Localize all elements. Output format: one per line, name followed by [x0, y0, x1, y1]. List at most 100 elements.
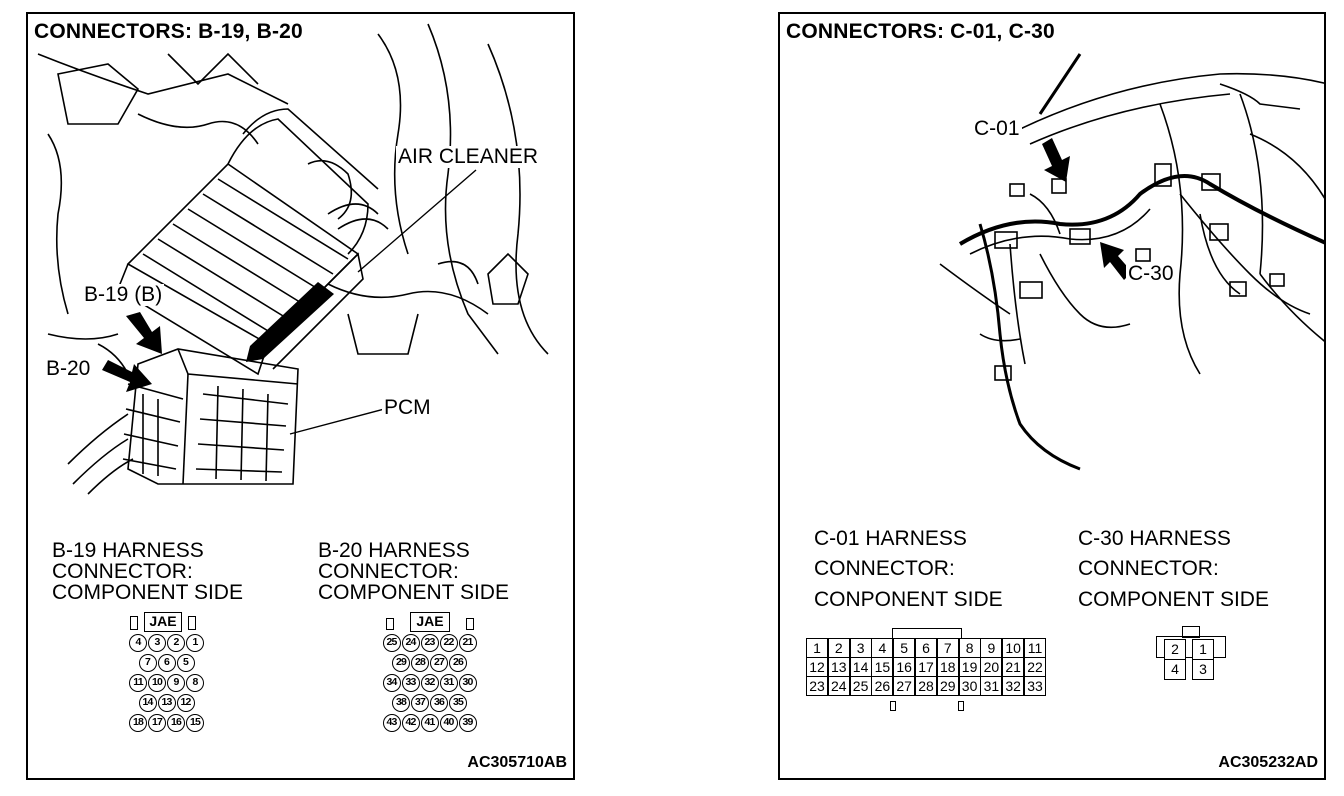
- connector-latch: [386, 618, 394, 630]
- connector-terminal: 19: [958, 657, 981, 677]
- connector-pin: 13: [157, 694, 176, 712]
- connector-terminal: 12: [806, 657, 828, 677]
- connector-terminal: 20: [980, 657, 1003, 677]
- connector-pin: 12: [176, 694, 195, 712]
- connector-pin: 15: [186, 714, 204, 732]
- connector-latch: [958, 701, 964, 711]
- connector-latch: [188, 616, 196, 630]
- b19-caption: B-19 HARNESS CONNECTOR: COMPONENT SIDE: [52, 540, 243, 603]
- connector-pin: 22: [439, 634, 458, 652]
- connector-pin: 33: [401, 674, 420, 692]
- connector-latch: [130, 616, 138, 630]
- c01-caption-line-3: CONPONENT SIDE: [814, 587, 1003, 611]
- connector-terminal: 32: [1002, 676, 1025, 696]
- connector-pin: 11: [129, 674, 147, 692]
- connector-pin: 32: [420, 674, 439, 692]
- b20-caption-line-2: CONNECTOR:: [318, 560, 459, 583]
- connector-terminal: 26: [871, 676, 894, 696]
- connector-terminal: 2: [827, 638, 850, 658]
- connector-terminal: 17: [915, 657, 937, 677]
- b19-caption-line-1: B-19 HARNESS: [52, 539, 204, 562]
- connector-terminal: 11: [1024, 638, 1046, 658]
- connector-terminal: 3: [849, 638, 872, 658]
- connector-pin: 8: [186, 674, 204, 692]
- c01-caption: C-01 HARNESS CONNECTOR: CONPONENT SIDE: [814, 524, 1003, 615]
- connector-pin: 5: [176, 654, 195, 672]
- connector-terminal: 28: [915, 676, 937, 696]
- connector-terminal: 4: [871, 638, 894, 658]
- connector-terminal: 27: [893, 676, 916, 696]
- connector-terminal: 18: [936, 657, 959, 677]
- connector-upper-housing: [1156, 636, 1226, 658]
- b19-caption-line-2: CONNECTOR:: [52, 560, 193, 583]
- pcm-label: PCM: [382, 396, 433, 420]
- connector-key-tab: [410, 612, 450, 632]
- connector-key-tab: [144, 612, 182, 632]
- connector-pin: 24: [401, 634, 420, 652]
- connector-pin: 7: [138, 654, 157, 672]
- panel-connectors-b19-b20: CONNECTORS: B-19, B-20 AIR CLEANER B-19 …: [26, 12, 575, 780]
- connector-pin: 38: [392, 694, 410, 712]
- connector-pin: 34: [382, 674, 401, 692]
- c01-label: C-01: [972, 117, 1022, 141]
- connector-pin: 23: [420, 634, 439, 652]
- connector-pin: 21: [458, 634, 477, 652]
- c01-caption-line-1: C-01 HARNESS: [814, 527, 967, 550]
- b20-caption: B-20 HARNESS CONNECTOR: COMPONENT SIDE: [318, 540, 509, 603]
- figure-code: AC305710AB: [467, 754, 567, 771]
- connector-terminal: 25: [849, 676, 872, 696]
- connector-terminal: 21: [1002, 657, 1025, 677]
- connector-terminal: 30: [958, 676, 981, 696]
- connector-terminal: 29: [936, 676, 959, 696]
- connector-terminal: 8: [958, 638, 981, 658]
- c30-caption-line-2: CONNECTOR:: [1078, 557, 1219, 581]
- connector-pin: 36: [430, 694, 448, 712]
- dashboard-harness-illustration: [939, 53, 1324, 471]
- connector-terminal: 16: [893, 657, 916, 677]
- connector-pin: 9: [167, 674, 185, 692]
- connector-terminal: 5: [893, 638, 916, 658]
- connector-pin: 41: [420, 714, 439, 732]
- connector-pin: 1: [186, 634, 204, 652]
- c30-caption: C-30 HARNESS CONNECTOR: COMPONENT SIDE: [1078, 524, 1269, 615]
- connector-maker-label: JAE: [149, 613, 177, 629]
- connector-terminal: 33: [1024, 676, 1046, 696]
- panel-title: CONNECTORS: C-01, C-30: [786, 20, 1055, 43]
- connector-pin: 39: [458, 714, 477, 732]
- connector-terminal: 1: [1192, 639, 1214, 660]
- connector-maker-label: JAE: [416, 613, 444, 629]
- connector-pin: 2: [167, 634, 185, 652]
- connector-terminal: 31: [980, 676, 1003, 696]
- connector-pin: 35: [449, 694, 467, 712]
- b20-caption-line-3: COMPONENT SIDE: [318, 581, 509, 604]
- b20-label: B-20: [44, 357, 93, 381]
- connector-pin: 26: [449, 654, 467, 672]
- connector-pin: 29: [392, 654, 410, 672]
- c30-caption-line-3: COMPONENT SIDE: [1078, 587, 1269, 611]
- connector-terminal: 24: [827, 676, 850, 696]
- connector-terminal: 10: [1002, 638, 1025, 658]
- connector-terminal: 13: [827, 657, 850, 677]
- connector-pin: 27: [430, 654, 448, 672]
- connector-terminal: 4: [1164, 659, 1186, 680]
- connector-pin: 28: [411, 654, 429, 672]
- connector-pin: 3: [148, 634, 166, 652]
- connector-latch: [466, 618, 474, 630]
- connector-latch: [890, 701, 896, 711]
- connector-terminal: 22: [1024, 657, 1046, 677]
- connector-pin: 30: [458, 674, 477, 692]
- connector-pin: 10: [148, 674, 166, 692]
- connector-pin: 17: [148, 714, 166, 732]
- c01-caption-line-2: CONNECTOR:: [814, 557, 955, 581]
- b19-caption-line-3: COMPONENT SIDE: [52, 581, 243, 604]
- c30-caption-line-1: C-30 HARNESS: [1078, 527, 1231, 550]
- connector-terminal: 15: [871, 657, 894, 677]
- connector-terminal: 3: [1192, 659, 1214, 680]
- connector-terminal: 14: [849, 657, 872, 677]
- connector-terminal: 9: [980, 638, 1003, 658]
- figure-code: AC305232AD: [1218, 754, 1318, 771]
- c30-label: C-30: [1126, 262, 1176, 286]
